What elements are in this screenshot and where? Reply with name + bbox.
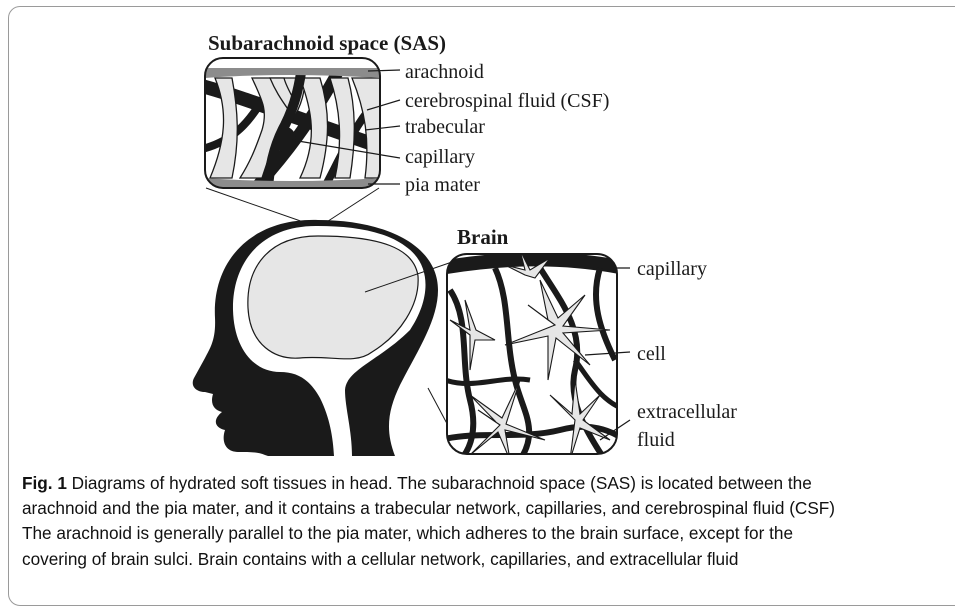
figure-illustration: Subarachnoid space (SAS) arachnoid cereb…	[0, 0, 955, 470]
label-extracellular: extracellular	[637, 401, 737, 423]
label-csf: cerebrospinal fluid (CSF)	[405, 90, 609, 112]
caption-line: Fig. 1 Diagrams of hydrated soft tissues…	[22, 471, 947, 496]
label-sas-capillary: capillary	[405, 146, 475, 168]
label-arachnoid: arachnoid	[405, 61, 484, 83]
figure-caption: Fig. 1 Diagrams of hydrated soft tissues…	[22, 471, 947, 572]
figure-number: Fig. 1	[22, 473, 67, 493]
label-trabecular: trabecular	[405, 116, 485, 138]
sas-zoom-line	[206, 188, 312, 225]
label-cell: cell	[637, 343, 666, 365]
sas-zoom-line	[322, 188, 379, 225]
caption-line: The arachnoid is generally parallel to t…	[22, 521, 947, 546]
sas-inset	[198, 55, 390, 196]
label-brain-capillary: capillary	[637, 258, 707, 280]
brain-title: Brain	[457, 225, 509, 249]
caption-line: covering of brain sulci. Brain contains …	[22, 547, 947, 572]
brain-inset	[440, 250, 625, 460]
caption-line: arachnoid and the pia mater, and it cont…	[22, 496, 947, 521]
label-fluid: fluid	[637, 429, 675, 451]
head-silhouette	[193, 220, 438, 456]
caption-text: Diagrams of hydrated soft tissues in hea…	[67, 473, 812, 493]
sas-title: Subarachnoid space (SAS)	[208, 31, 446, 55]
label-pia-mater: pia mater	[405, 174, 480, 196]
